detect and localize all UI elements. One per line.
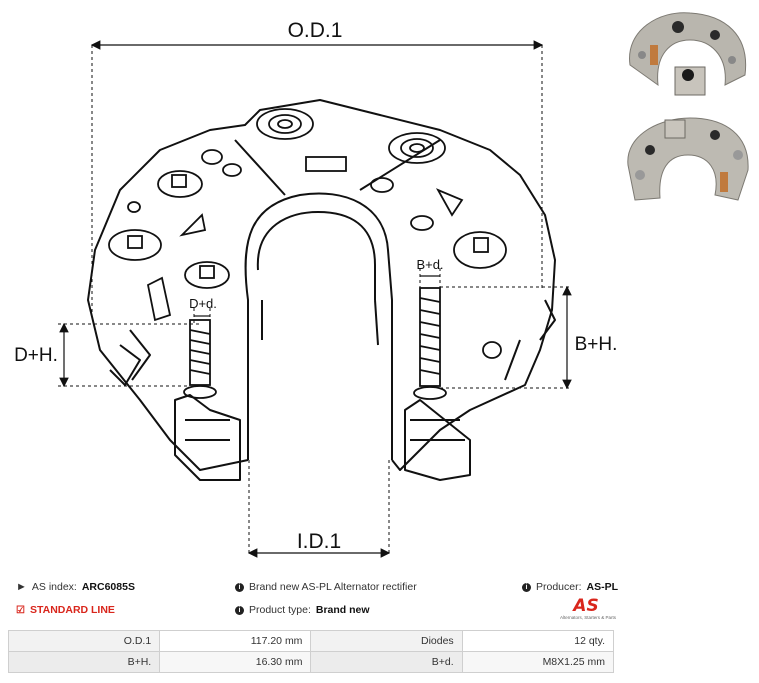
logo-mark: AS <box>573 596 599 616</box>
spec-value: 16.30 mm <box>159 651 312 673</box>
info-icon: i <box>235 582 244 592</box>
rectifier-outline <box>87 99 556 471</box>
brand-new-text: Brand new AS-PL Alternator rectifier <box>249 581 417 593</box>
logo-tagline: Alternators, Starters & Parts <box>560 615 617 620</box>
info-icon: i <box>235 605 244 615</box>
info-icon: i <box>522 582 531 592</box>
spec-value: M8X1.25 mm <box>461 651 615 673</box>
spec-label: B+H. <box>7 651 161 673</box>
tag-icon: ► <box>16 581 27 593</box>
dd-label: D+d. <box>189 296 217 311</box>
id-label: I.D.1 <box>297 530 341 553</box>
as-index-value: ARC6085S <box>81 581 135 593</box>
as-pl-logo: AS Alternators, Starters & Parts <box>560 596 617 620</box>
spec-label: Diodes <box>310 630 463 652</box>
specs-table: O.D.1 117.20 mm Diodes 12 qty. B+H. 16.3… <box>7 630 615 673</box>
product-photo-bottom <box>627 117 749 201</box>
producer-value: AS-PL <box>586 581 619 593</box>
as-index-info: ► AS index: ARC6085S <box>16 581 135 593</box>
brand-new-info: i Brand new AS-PL Alternator rectifier <box>235 581 417 593</box>
spec-value: 117.20 mm <box>159 630 312 652</box>
product-type-label: Product type: <box>249 604 311 616</box>
table-row: B+H. 16.30 mm B+d. M8X1.25 mm <box>7 651 615 673</box>
standard-line-label: STANDARD LINE <box>29 604 115 616</box>
as-index-label: AS index: <box>31 581 77 593</box>
product-type-info: i Product type: Brand new <box>235 604 370 616</box>
dh-label: D+H. <box>14 345 58 366</box>
checkbox-icon: ☑ <box>16 604 25 616</box>
product-type-value: Brand new <box>315 604 370 616</box>
product-photo-top <box>629 12 747 96</box>
rectifier-technical-drawing: O.D.1 I.D.1 D+H. B+H. D+d. B+d. <box>14 19 618 558</box>
standard-line-info: ☑ STANDARD LINE <box>16 604 115 616</box>
left-bolt <box>189 319 211 386</box>
od-label: O.D.1 <box>288 19 343 42</box>
spec-label: O.D.1 <box>7 630 161 652</box>
bd-label: B+d. <box>416 257 443 272</box>
bh-label: B+H. <box>575 334 618 355</box>
spec-value: 12 qty. <box>461 630 615 652</box>
spec-label: B+d. <box>310 651 463 673</box>
producer-info: i Producer: AS-PL <box>522 581 618 593</box>
right-bolt <box>419 287 441 387</box>
table-row: O.D.1 117.20 mm Diodes 12 qty. <box>7 630 615 652</box>
producer-label: Producer: <box>536 581 582 593</box>
